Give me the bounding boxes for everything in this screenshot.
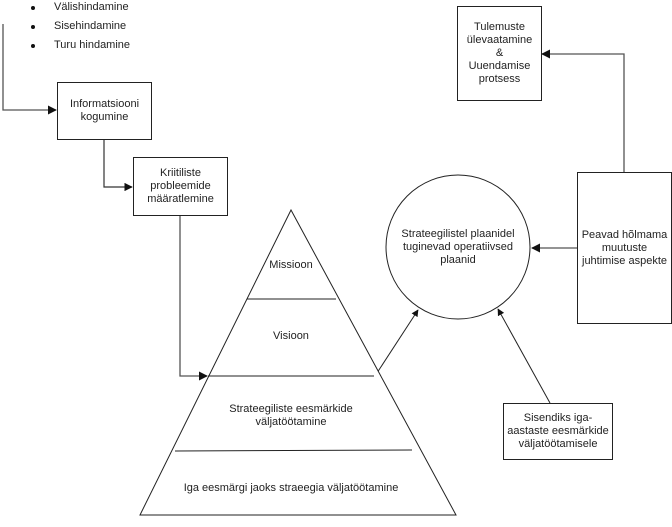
operational-plans-circle [385, 174, 531, 320]
pyramid-level-strategic-goals: Strateegiliste eesmärkide väljatöötamine [229, 403, 353, 428]
connector-pyramid-to-circle [374, 309, 419, 377]
bullet-item: Välishindamine [28, 0, 130, 17]
annual-goals-input-box: Sisendiks iga-aastaste eesmärkide väljat… [503, 403, 613, 460]
bullet-item: Sisehindamine [28, 17, 130, 36]
bullet-dot-icon [31, 25, 35, 29]
change-management-box: Peavad hõlmama muutuste juhtimise aspekt… [577, 172, 672, 324]
connector-input-to-circle [497, 308, 551, 404]
bullet-item: Turu hindamine [28, 36, 130, 55]
connector-info-to-critical [103, 139, 133, 192]
circle-label: Strateegilistel plaanidel tuginevad oper… [401, 228, 515, 266]
info-collection-box: Informatsiooni kogumine [57, 82, 152, 140]
connector-bullets-to-info [2, 24, 57, 115]
pyramid-level-vision: Visioon [273, 330, 309, 342]
bullet-dot-icon [31, 44, 35, 48]
connector-critical-to-pyramid [179, 215, 208, 381]
bullet-dot-icon [31, 6, 35, 10]
pyramid-outline [139, 208, 457, 516]
critical-problems-box: Kriitiliste probleemide määratlemine [133, 157, 228, 216]
assessment-bullet-list: Välishindamine Sisehindamine Turu hindam… [28, 0, 130, 55]
connector-change-to-results [541, 49, 625, 172]
results-review-box: Tulemuste ülevaatamine & Uuendamise prot… [457, 6, 542, 101]
pyramid-level-mission: Missioon [269, 259, 313, 271]
pyramid-level-strategy-per-goal: Iga eesmärgi jaoks straeegia väljatöötam… [183, 482, 399, 494]
pyramid-divider-3 [174, 449, 413, 452]
